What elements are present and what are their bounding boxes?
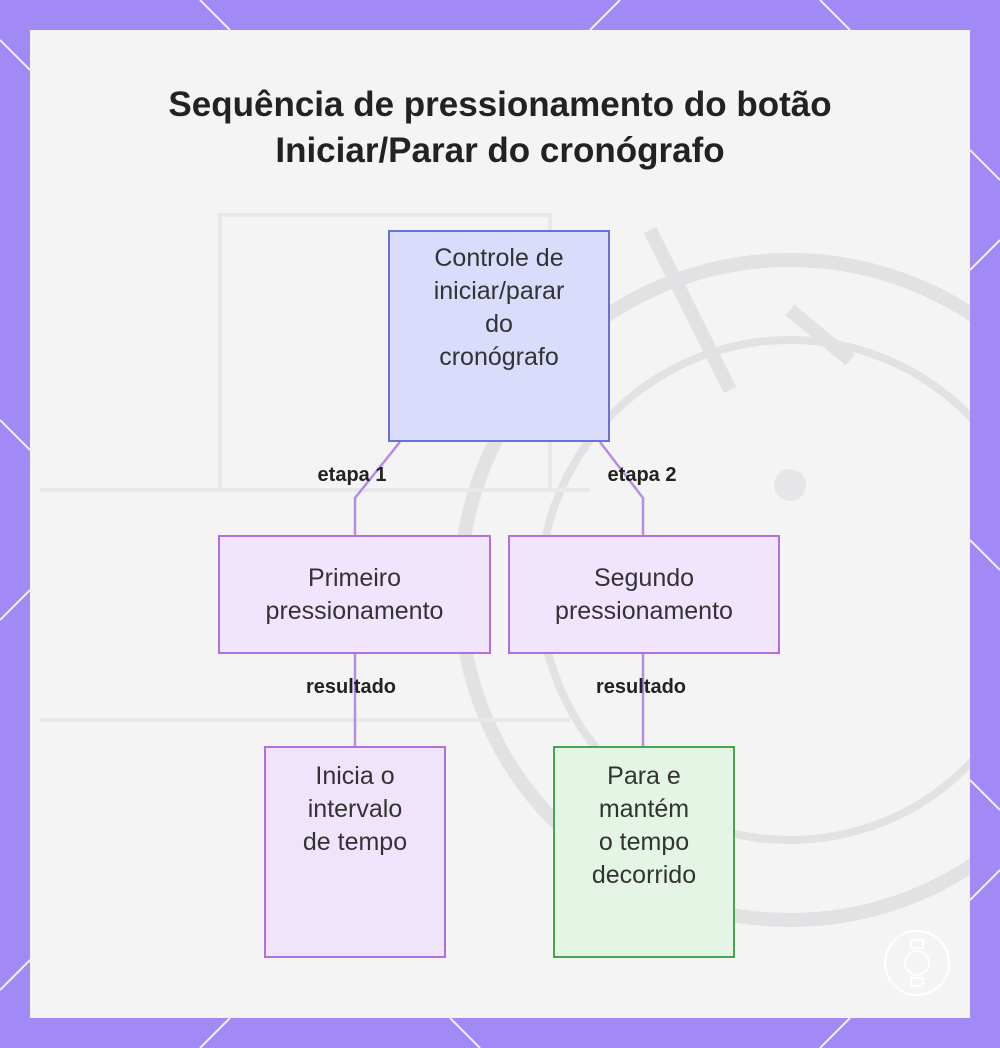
node-stop-hold-label: Para e mantém o tempo decorrido bbox=[591, 762, 697, 889]
edge-label-result-left: resultado bbox=[305, 676, 397, 698]
connectors bbox=[353, 441, 645, 746]
node-start-interval-label: Inicia o intervalo de tempo bbox=[302, 762, 408, 856]
edge-label-step-2: etapa 2 bbox=[607, 464, 677, 486]
diagram-title: Sequência de pressionamento do botão Ini… bbox=[30, 82, 970, 174]
node-chronograph-control-label: Controle de iniciar/parar do cronógrafo bbox=[433, 244, 565, 371]
node-first-press: Primeiro pressionamento bbox=[218, 535, 491, 654]
title-line-1: Sequência de pressionamento do botão bbox=[168, 85, 832, 124]
node-second-press-label: Segundo pressionamento bbox=[555, 563, 733, 625]
edge-label-step-1: etapa 1 bbox=[317, 464, 387, 486]
node-second-press: Segundo pressionamento bbox=[508, 535, 780, 654]
connector-root-to-first bbox=[353, 441, 401, 535]
node-chronograph-control: Controle de iniciar/parar do cronógrafo bbox=[388, 230, 610, 442]
watch-logo-icon bbox=[884, 930, 950, 996]
node-start-interval: Inicia o intervalo de tempo bbox=[264, 746, 446, 958]
connector-root-to-second bbox=[599, 441, 645, 535]
node-first-press-label: Primeiro pressionamento bbox=[265, 563, 444, 625]
node-stop-hold: Para e mantém o tempo decorrido bbox=[553, 746, 735, 958]
edge-label-result-right: resultado bbox=[595, 676, 687, 698]
diagram-panel: Sequência de pressionamento do botão Ini… bbox=[30, 30, 970, 1018]
title-line-2: Iniciar/Parar do cronógrafo bbox=[275, 131, 725, 170]
